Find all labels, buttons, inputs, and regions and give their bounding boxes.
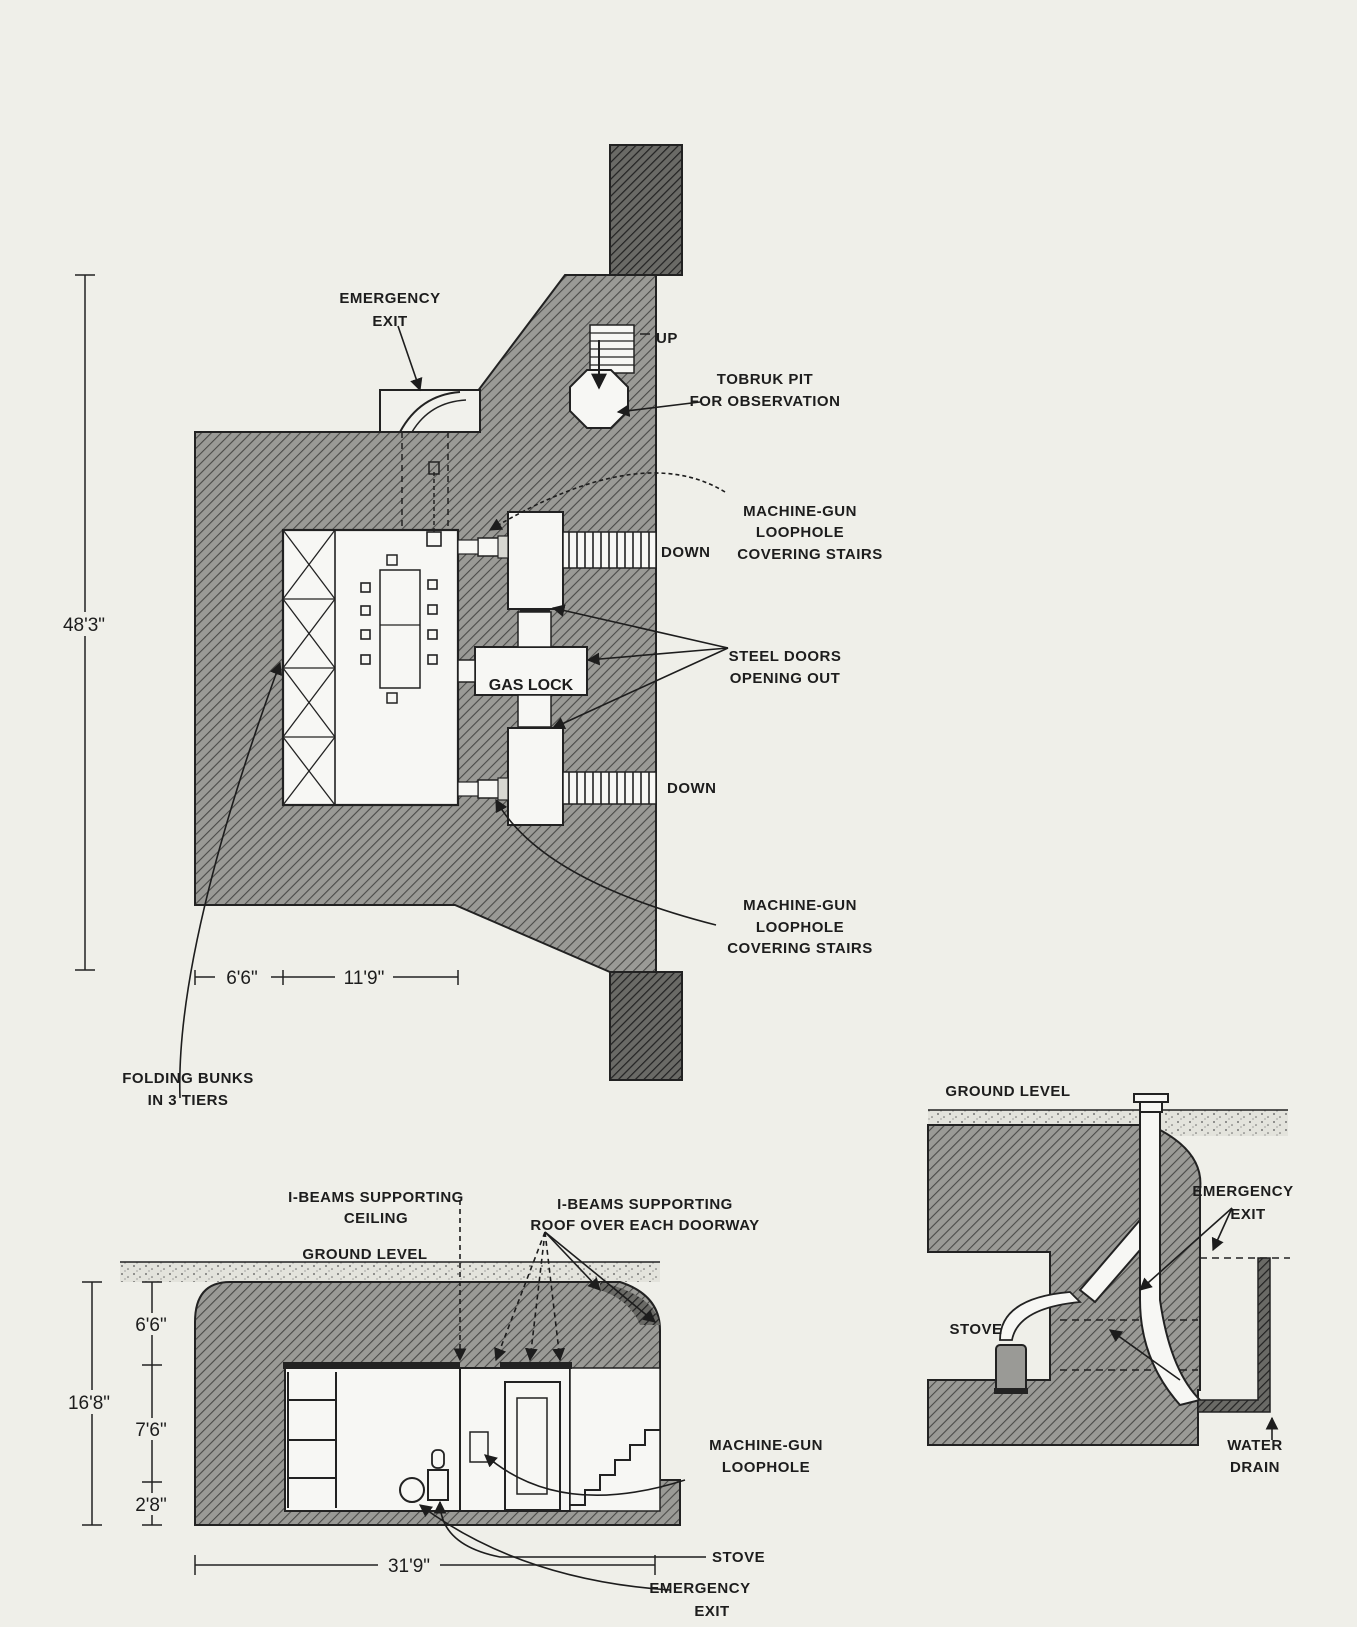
dimension-width-b: 11'9" [344, 968, 385, 989]
dimension-width-a: 6'6" [226, 968, 258, 989]
lower-anteroom [507, 727, 564, 826]
detail-body [927, 1124, 1202, 1446]
label-tobruk-2: FOR OBSERVATION [690, 393, 841, 410]
label-mg-section-1: MACHINE-GUN [709, 1437, 823, 1454]
label-bunks-2: IN 3 TIERS [148, 1092, 229, 1109]
label-gas-lock: GAS LOCK [489, 677, 574, 694]
label-water-drain-1: WATER [1227, 1437, 1283, 1454]
leader-mg-bottom [495, 798, 717, 926]
label-mg-bottom-3: COVERING STAIRS [727, 940, 873, 957]
leader-door-2 [586, 647, 729, 666]
label-exit-detail-2: EXIT [1230, 1206, 1265, 1223]
leader-stove-section [433, 1500, 706, 1558]
dimension-6-6: 6'6" [135, 1315, 167, 1336]
label-ibeams-ceiling-2: CEILING [344, 1210, 408, 1227]
label-exit-detail-1: EMERGENCY [1192, 1183, 1293, 1200]
exit-detail-view: GROUND LEVEL EMERGENCY EXIT STOVE WATER … [927, 1083, 1293, 1476]
upper-stairs [562, 531, 657, 569]
label-exit-section-1: EMERGENCY [649, 1580, 750, 1597]
label-stove-detail: STOVE [949, 1321, 1002, 1338]
label-emergency-exit-2: EXIT [372, 313, 407, 330]
label-bunks-1: FOLDING BUNKS [122, 1070, 254, 1087]
wing-wall-bottom [609, 971, 683, 1081]
dimension-7-6: 7'6" [135, 1420, 167, 1441]
emergency-exit-hatch [379, 389, 481, 433]
label-up: UP [656, 330, 678, 347]
tobruk-pit [569, 369, 629, 429]
label-exit-section-2: EXIT [694, 1603, 729, 1620]
label-ground-level-detail: GROUND LEVEL [945, 1083, 1070, 1100]
upper-anteroom [507, 511, 564, 610]
detail-stove [995, 1344, 1027, 1394]
wing-wall-top [609, 144, 683, 276]
label-water-drain-2: DRAIN [1230, 1459, 1280, 1476]
label-mg-bottom-1: MACHINE-GUN [743, 897, 857, 914]
gas-lock [474, 646, 588, 696]
section-stove [427, 1469, 449, 1501]
water-drain [1197, 1257, 1271, 1413]
label-mg-top-2: LOOPHOLE [756, 524, 844, 541]
label-mg-bottom-2: LOOPHOLE [756, 919, 844, 936]
leader-bunks [178, 661, 283, 1099]
plan-view: 48'3" 6'6" 11'9" EMERGENCY EXIT UP TOBRU… [55, 144, 883, 1109]
i-beam-ceiling [283, 1362, 460, 1369]
i-beam-roof [500, 1362, 572, 1369]
leader-emergency-exit [397, 325, 423, 392]
ground-gravel [120, 1262, 660, 1282]
dimension-length-label: 48'3" [63, 615, 105, 636]
lower-stairs [562, 771, 657, 805]
leader-mg-section [484, 1454, 686, 1496]
section-stairs [570, 1429, 660, 1506]
dimension-31-9: 31'9" [388, 1556, 430, 1577]
label-down-top: DOWN [661, 544, 711, 561]
label-steel-doors-1: STEEL DOORS [729, 648, 842, 665]
section-view: 16'8" 6'6" 7'6" 2'8" 31'9" I-BEAMS SUPPO… [60, 1189, 823, 1620]
label-emergency-exit-1: EMERGENCY [339, 290, 440, 307]
leader-exit-section [418, 1504, 671, 1591]
label-ground-level-section: GROUND LEVEL [302, 1246, 427, 1263]
dimension-16-8: 16'8" [68, 1393, 110, 1414]
label-stove-section: STOVE [712, 1549, 765, 1566]
label-mg-top-3: COVERING STAIRS [737, 546, 883, 563]
label-steel-doors-2: OPENING OUT [730, 670, 841, 687]
section-stove-drum [399, 1477, 425, 1503]
label-mg-section-2: LOOPHOLE [722, 1459, 810, 1476]
table [379, 569, 421, 689]
label-ibeams-ceiling-1: I-BEAMS SUPPORTING [288, 1189, 464, 1206]
leader-door-3 [551, 647, 729, 730]
label-tobruk-1: TOBRUK PIT [717, 371, 813, 388]
label-ibeams-roof-1: I-BEAMS SUPPORTING [557, 1196, 733, 1213]
label-down-bottom: DOWN [667, 780, 717, 797]
leader-tobruk [616, 401, 701, 417]
dimension-2-8: 2'8" [135, 1495, 167, 1516]
leader-door-1 [551, 604, 729, 649]
label-mg-top-1: MACHINE-GUN [743, 503, 857, 520]
label-ibeams-roof-2: ROOF OVER EACH DOORWAY [530, 1217, 759, 1234]
